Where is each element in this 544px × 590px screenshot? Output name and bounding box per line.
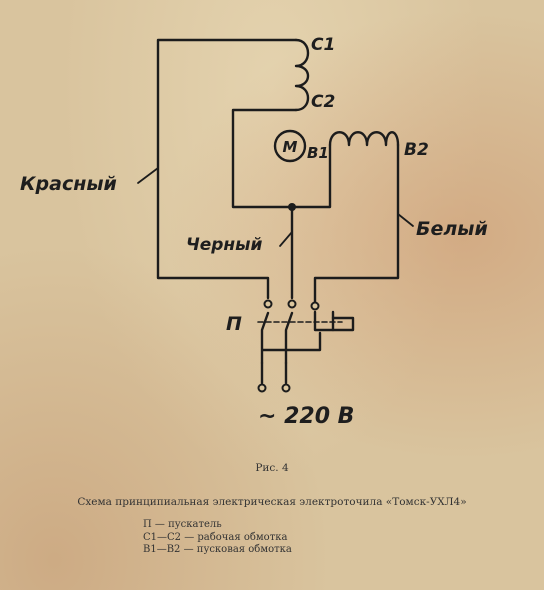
working-winding-coil <box>294 38 310 112</box>
supply-leads <box>260 361 288 385</box>
black-label-leader <box>279 231 293 247</box>
terminal-black <box>287 299 297 309</box>
legend-item: П — пускатель <box>143 519 222 530</box>
red-wire <box>156 38 298 300</box>
terminal-white <box>310 301 320 311</box>
motor-symbol <box>273 129 307 163</box>
starter-contacts <box>260 310 335 365</box>
label-red-wire: Красный <box>20 173 117 195</box>
legend-item: В1—В2 — пусковая обмотка <box>143 544 292 555</box>
figure-caption: Схема принципиальная электрическая элект… <box>77 496 467 508</box>
b1-wire <box>290 143 332 209</box>
label-black-wire: Черный <box>186 235 263 255</box>
supply-terminal-right <box>281 383 291 393</box>
label-b1: B1 <box>307 144 329 162</box>
legend: П — пускатель С1—С2 — рабочая обмотка В1… <box>143 519 292 557</box>
label-white-wire: Белый <box>416 218 488 240</box>
red-label-leader <box>137 167 159 184</box>
label-supply: ~ 220 В <box>258 404 354 429</box>
label-motor: M <box>283 138 298 156</box>
starting-winding-coil <box>328 131 400 147</box>
figure-number: Рис. 4 <box>255 462 289 474</box>
junction-dot <box>288 203 296 211</box>
white-label-leader <box>397 213 414 227</box>
supply-terminal-left <box>257 383 267 393</box>
white-wire <box>313 143 400 304</box>
label-c1: C1 <box>311 35 335 55</box>
label-c2: C2 <box>311 92 335 112</box>
label-starter: П <box>226 313 242 335</box>
label-b2: B2 <box>404 140 429 160</box>
c2-wire <box>231 108 298 209</box>
starter-button <box>331 316 355 332</box>
legend-item: С1—С2 — рабочая обмотка <box>143 531 288 543</box>
terminal-red <box>263 299 273 309</box>
